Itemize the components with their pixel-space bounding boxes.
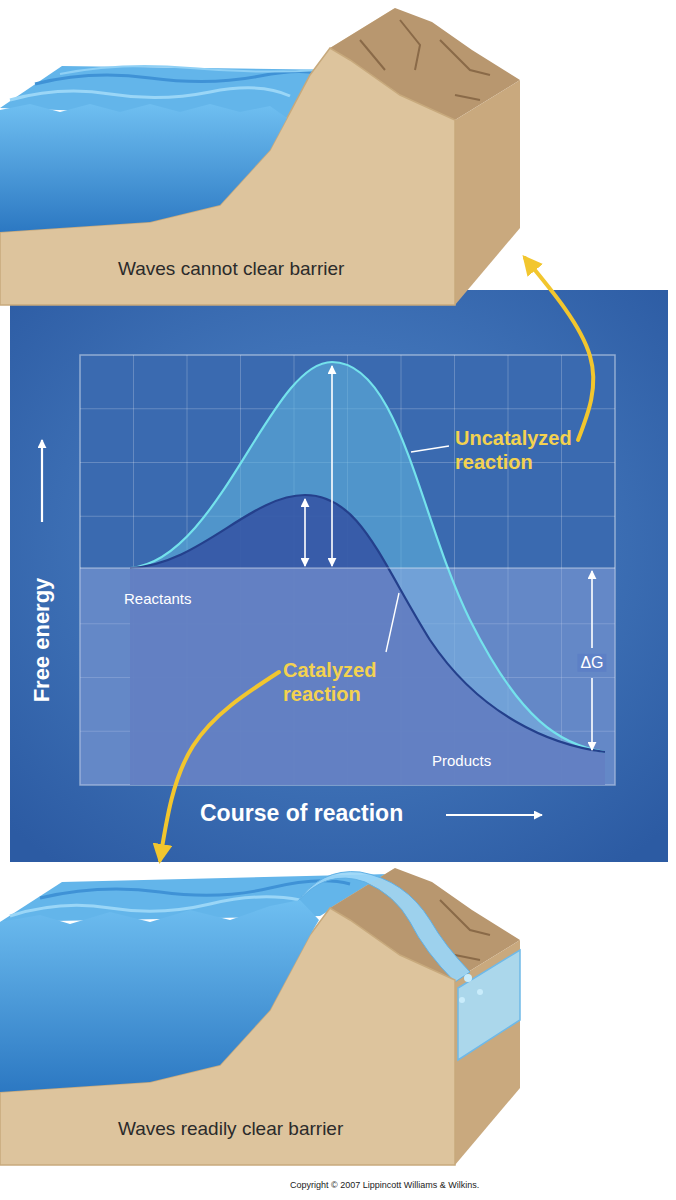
callout-label: Catalyzed reaction [283,658,379,706]
copyright-note: Copyright © 2007 Lippincott Williams & W… [290,1180,479,1190]
delta-label: ΔG [577,654,606,672]
spacer [332,366,366,566]
axis-label: Free energy [29,578,54,703]
uncatalyzed-curve [130,362,605,752]
chart-panel [10,290,668,862]
level-label: Reactants [124,590,192,607]
caption-text: Waves readily clear barrier [118,1118,343,1141]
block-side [455,80,520,305]
splash [477,989,483,995]
barrier-illustration [0,868,520,1165]
barrier-illustration [0,8,520,305]
callout-text: Catalyzed reaction [283,659,376,705]
level-label: Products [432,752,491,769]
water-front [0,900,319,1092]
grid-lines [80,355,615,785]
activation-arrow [304,499,306,566]
callout-arrow [160,672,279,860]
axis-label: Course of reaction [200,800,403,826]
caption-text: Waves cannot clear barrier [118,258,344,281]
illustration-panel: Waves cannot clear barrier [0,0,525,310]
catalyzed-curve [130,495,605,752]
illustration-panel: Waves readily clear barrier [0,860,525,1160]
splash [464,974,472,982]
activation-arrow [331,366,333,566]
axis-arrow [446,814,542,816]
leader-line [386,593,399,652]
delta-arrow [591,571,593,648]
water-front [0,104,287,232]
wave-crest [60,66,320,74]
reactant-level [80,568,615,569]
delta-arrow [591,678,593,750]
callout-label: Uncatalyzed reaction [455,426,574,474]
lower-band [80,568,615,785]
splash [459,997,465,1003]
callout-text: Uncatalyzed reaction [455,427,572,473]
block-front [0,48,455,305]
leader-line [411,446,449,452]
plot-area [80,355,615,785]
wave-crest [35,71,330,84]
callout-arrow [525,258,593,440]
axis-arrow [41,440,43,522]
wave-crest [10,88,290,100]
spill-pool [458,950,520,1060]
